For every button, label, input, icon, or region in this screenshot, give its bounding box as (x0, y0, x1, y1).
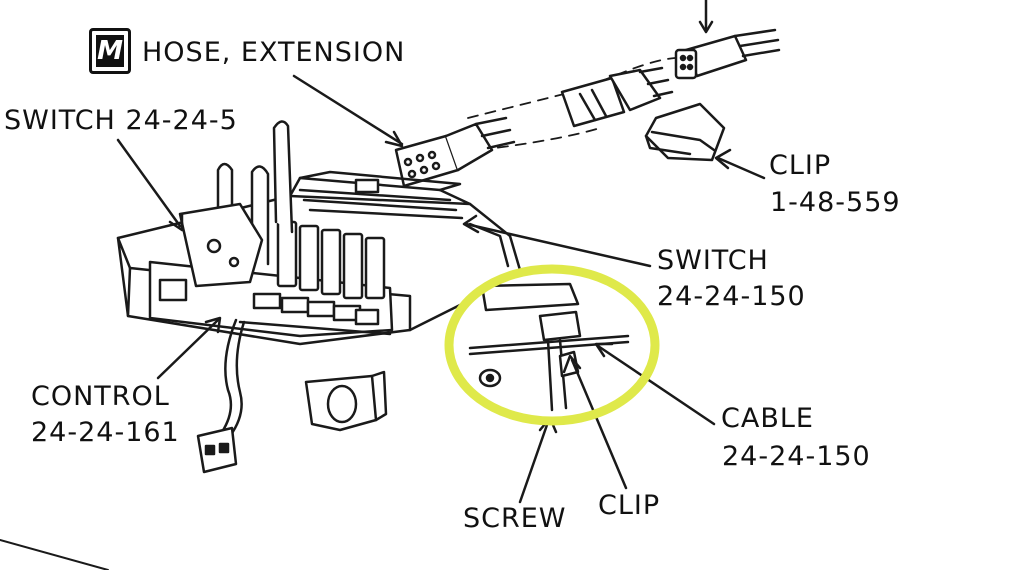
label-switch-lower: SWITCH (657, 245, 769, 276)
label-hose-extension: HOSE, EXTENSION (142, 37, 406, 68)
label-switch-upper: SWITCH 24-24-5 (4, 105, 238, 136)
leader-lines (116, 74, 766, 504)
control-wiring (196, 318, 246, 474)
label-clip-lower: CLIP (598, 490, 661, 521)
lower-bracket (304, 370, 388, 432)
clip-upper-part (644, 102, 726, 162)
connector-top (674, 0, 781, 80)
hose-extension-connector (394, 116, 516, 188)
label-clip-upper-number: 1-48-559 (770, 187, 901, 218)
control-assembly (116, 120, 522, 346)
label-switch-lower-number: 24-24-150 (657, 281, 806, 312)
cable-switch-mechanism (468, 282, 630, 412)
label-cable-number: 24-24-150 (722, 441, 871, 472)
m-badge: M (89, 28, 131, 74)
label-control-number: 24-24-161 (31, 417, 180, 448)
label-clip-upper: CLIP (769, 150, 832, 181)
m-badge-letter: M (96, 35, 124, 67)
highlight-ring (444, 264, 660, 426)
label-screw: SCREW (463, 503, 567, 534)
label-cable: CABLE (721, 403, 814, 434)
label-control: CONTROL (31, 381, 170, 412)
connector-middle (560, 66, 674, 128)
